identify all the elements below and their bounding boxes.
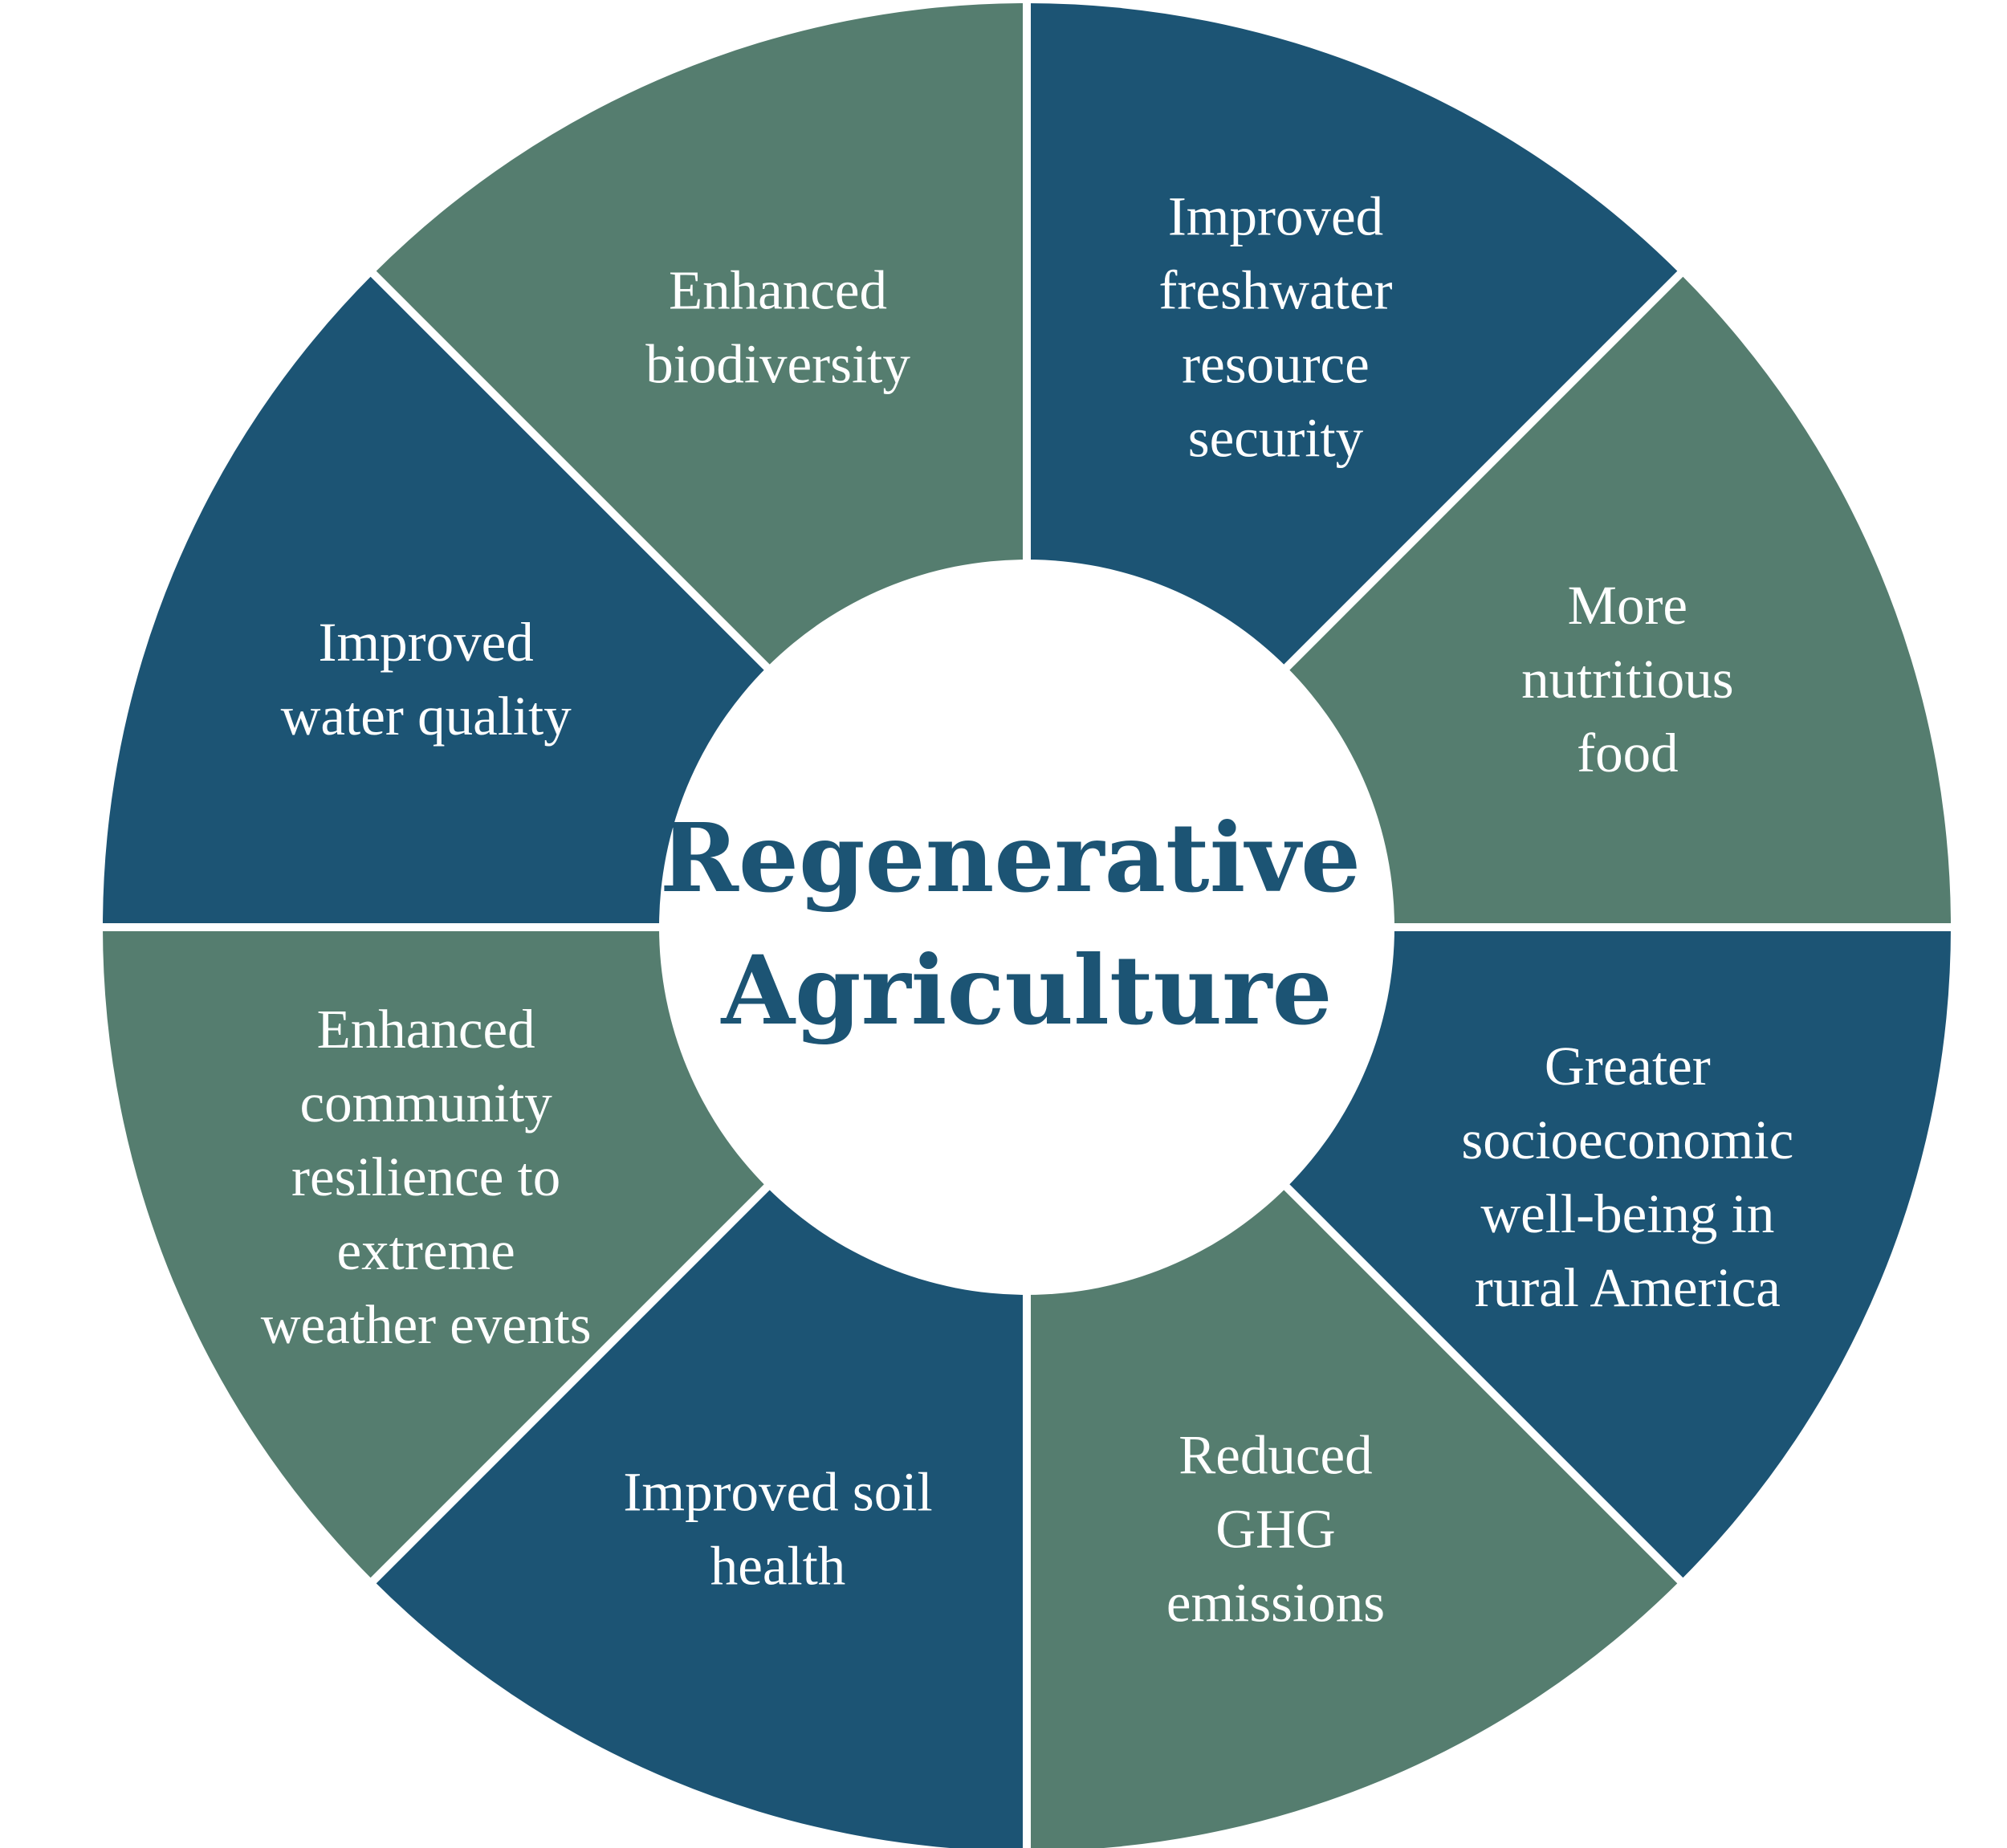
center-title-line: Agriculture	[720, 934, 1332, 1046]
segment-community-resilience-label-line: resilience to	[291, 1146, 560, 1207]
dividers-layer	[100, 0, 1954, 1848]
segment-ghg-label-line: Reduced	[1179, 1424, 1372, 1485]
segments-layer	[103, 3, 1951, 1848]
segment-socioeconomic-label-line: Greater	[1545, 1036, 1711, 1097]
segment-nutritious-food-label-line: food	[1577, 723, 1678, 784]
segment-freshwater-label: Improved freshwater resource security	[1158, 186, 1392, 469]
segment-ghg-label-line: GHG	[1215, 1498, 1336, 1559]
segment-freshwater-label-line: freshwater	[1158, 260, 1392, 321]
segment-water-quality-label-line: water quality	[281, 686, 572, 747]
segment-socioeconomic-label-line: socioeconomic	[1461, 1109, 1793, 1170]
segment-water-quality-label: Improved water quality	[281, 612, 572, 747]
segment-biodiversity-label-line: Enhanced	[669, 260, 887, 321]
segment-community-resilience-label: Enhanced community resilience to extreme wea…	[261, 999, 592, 1355]
segment-biodiversity-label: Enhanced biodiversity	[645, 260, 910, 395]
segment-divider	[368, 268, 776, 676]
segment-ghg-label-line: emissions	[1166, 1572, 1385, 1633]
segment-soil-health-label-line: health	[710, 1535, 846, 1596]
segment-freshwater-label-line: Improved	[1168, 186, 1383, 247]
segment-ghg	[1027, 1184, 1680, 1848]
segment-nutritious-food-label-line: More	[1568, 575, 1687, 636]
center-title-line: Regenerative	[660, 802, 1361, 914]
segment-soil-health-label: Improved soil health	[623, 1461, 932, 1596]
segment-socioeconomic-label: Greater socioeconomic well-being in rural A…	[1461, 1036, 1793, 1318]
segment-biodiversity	[373, 3, 1027, 670]
segment-divider	[368, 1178, 776, 1586]
segment-biodiversity-label-line: biodiversity	[645, 334, 910, 395]
segment-divider	[1278, 1178, 1686, 1586]
segment-socioeconomic	[1284, 927, 1951, 1581]
segment-community-resilience-label-line: Enhanced	[317, 999, 535, 1060]
segment-community-resilience-label-line: community	[300, 1073, 553, 1134]
segment-freshwater-label-line: resource	[1182, 334, 1370, 395]
segment-freshwater-label-line: security	[1188, 408, 1364, 469]
segment-freshwater	[1027, 3, 1680, 670]
segment-socioeconomic-label-line: rural America	[1475, 1257, 1781, 1318]
center-title: Regenerative Agriculture	[660, 802, 1394, 1046]
segment-community-resilience	[103, 927, 770, 1581]
segment-nutritious-food-label-line: nutritious	[1521, 649, 1734, 710]
segment-nutritious-food	[1284, 274, 1951, 927]
segment-nutritious-food-label: More nutritious food	[1521, 575, 1734, 784]
segment-water-quality-label-line: Improved	[319, 612, 534, 673]
segment-soil-health-label-line: Improved soil	[623, 1461, 932, 1522]
center-circle	[659, 560, 1394, 1295]
segment-water-quality	[103, 274, 770, 927]
segment-community-resilience-label-line: extreme	[337, 1220, 515, 1281]
segment-soil-health	[373, 1184, 1027, 1848]
segment-divider	[1278, 268, 1686, 676]
segment-socioeconomic-label-line: well-being in	[1480, 1183, 1774, 1244]
segment-community-resilience-label-line: weather events	[261, 1294, 592, 1355]
